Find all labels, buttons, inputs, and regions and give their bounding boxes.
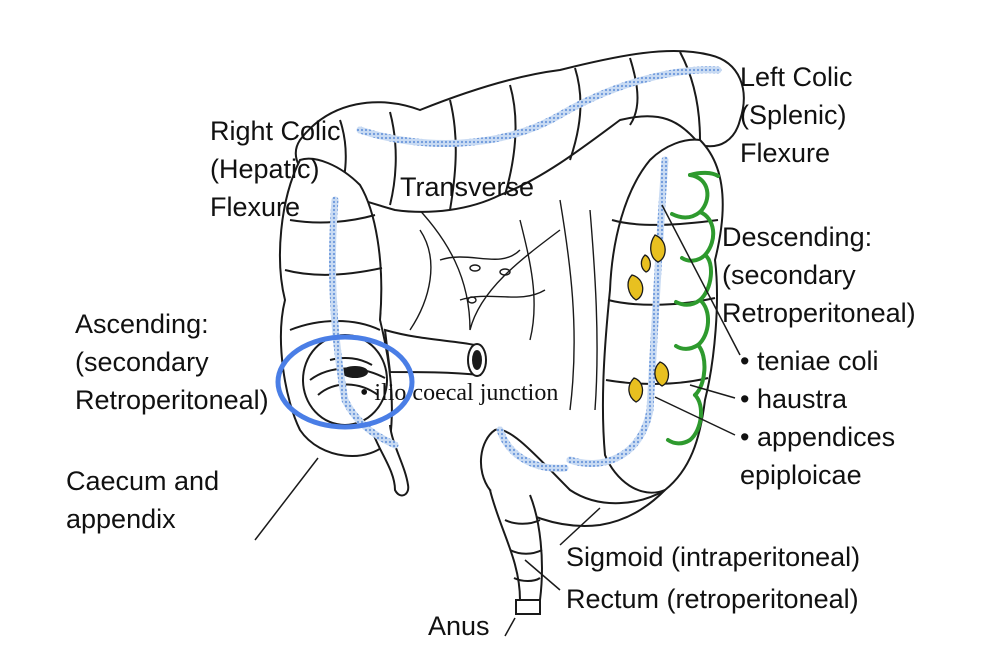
right-colic-flexure-label: Right Colic (Hepatic) Flexure [210,112,341,226]
ascending-line-3: Retroperitoneal) [75,385,269,415]
leader-lines [254,204,741,637]
descending-line-2: (secondary [722,260,856,290]
appendices-epiploicae [627,234,670,403]
left-colic-flexure-label: Left Colic (Splenic) Flexure [740,58,853,172]
teniae-coli-bands [328,66,722,472]
descending-label: Descending: (secondary Retroperitoneal) [722,218,916,332]
left-colic-line-1: Left Colic [740,62,853,92]
descending-line-1: Descending: [722,222,873,252]
rectum-label: Rectum (retroperitoneal) [566,584,859,614]
colon-features-list: teniae coli haustra appendices epiploica… [740,342,895,494]
caecum-line-2: appendix [66,504,176,534]
mesentery [409,199,598,411]
descending-line-3: Retroperitoneal) [722,298,916,328]
sigmoid-colon [479,428,666,615]
appendix [371,424,410,497]
left-colic-line-3: Flexure [740,138,831,168]
feature-teniae-coli: teniae coli [740,342,895,380]
right-colic-line-1: Right Colic [210,116,341,146]
caecum-line-1: Caecum and [66,466,220,496]
caecum-appendix-label: Caecum and appendix [66,462,219,538]
ascending-line-1: Ascending: [75,309,209,339]
right-colic-line-2: (Hepatic) [210,154,320,184]
feature-appendices: appendices [740,418,895,456]
feature-haustra: haustra [740,380,895,418]
feature-appendices-cont: epiploicae [740,460,862,490]
transverse-label: Transverse [400,172,535,202]
ileocaecal-junction-label: ilio coecal junction [360,378,558,408]
sigmoid-label: Sigmoid (intraperitoneal) [566,542,861,572]
descending-colon [601,138,724,494]
left-colic-line-2: (Splenic) [740,100,847,130]
ascending-label: Ascending: (secondary Retroperitoneal) [75,305,269,419]
ascending-line-2: (secondary [75,347,209,377]
anus-label: Anus [428,611,490,641]
right-colic-line-3: Flexure [210,192,301,222]
green-markers [666,170,720,446]
